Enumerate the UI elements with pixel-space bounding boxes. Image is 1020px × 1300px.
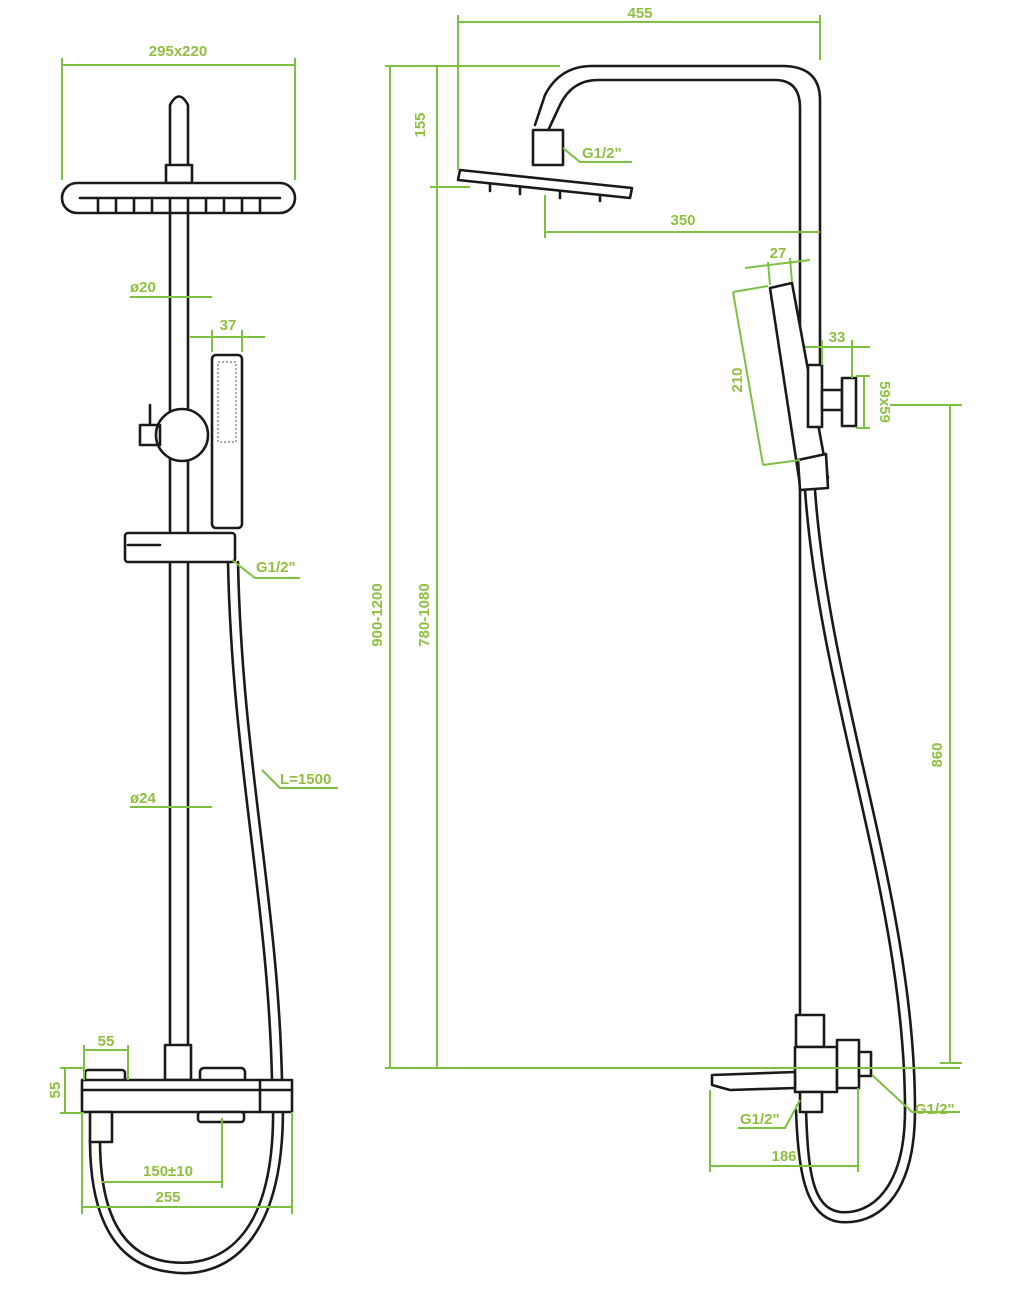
dim-bracket-height: 860 [929, 742, 946, 767]
dim-head-offset: 350 [670, 212, 695, 229]
dim-mixer-width: 255 [155, 1189, 180, 1206]
side-view: 455 155 G1/2" 350 27 33 210 59x59 900-12… [369, 5, 962, 1224]
soap-shelf [123, 531, 237, 564]
front-dimensions: 295x220 ø20 37 G1/2" ø24 L=1500 55 55 15… [47, 43, 338, 1214]
dim-holder-offset: 33 [829, 329, 846, 346]
dim-arm-diameter: ø20 [130, 279, 156, 296]
hand-shower [210, 353, 244, 530]
dim-spout-connection: G1/2" [740, 1111, 780, 1128]
dim-rail-diameter: ø24 [130, 790, 157, 807]
dim-arm-reach: 455 [627, 5, 652, 22]
hose-outlet [88, 1110, 114, 1144]
dim-center-distance: 150±10 [143, 1163, 193, 1180]
holder-arm [806, 363, 824, 429]
mixer-detail [80, 1078, 294, 1114]
dim-hand-shower-length: 210 [729, 367, 746, 392]
side-mixer-body [793, 1045, 839, 1094]
dim-hand-shower-depth: 27 [770, 245, 787, 262]
shower-arm-neck [168, 95, 190, 182]
front-view: 295x220 ø20 37 G1/2" ø24 L=1500 55 55 15… [47, 43, 338, 1275]
side-dimensions: 455 155 G1/2" 350 27 33 210 59x59 900-12… [369, 5, 962, 1172]
nozzle-row [78, 196, 282, 214]
bracket-stem [820, 388, 844, 412]
dim-head-connection: G1/2" [582, 145, 622, 162]
holder-knob-body [154, 407, 210, 463]
dim-hose-connection: G1/2" [256, 559, 296, 576]
wall-bracket [840, 376, 858, 428]
dim-total-height: 900-1200 [369, 583, 386, 646]
dim-head-size: 295x220 [149, 43, 207, 60]
head-swivel [531, 128, 565, 167]
dim-inlet-connection: G1/2" [915, 1101, 955, 1118]
dim-head-height: 780-1080 [416, 583, 433, 646]
mixer-body [80, 1078, 294, 1114]
hand-shower-nozzles [217, 361, 237, 443]
head-connector [164, 163, 194, 185]
side-rail-connector [794, 1013, 826, 1049]
side-nozzles [488, 183, 602, 203]
hose [88, 560, 285, 1275]
hand-shower-holder [796, 452, 830, 492]
inlet-nut [857, 1050, 873, 1078]
slide-rail [168, 211, 190, 1052]
dim-bracket-size: 59x59 [876, 381, 893, 423]
side-hose-outlet [798, 1090, 824, 1114]
side-inlet [835, 1038, 861, 1090]
dim-hand-shower-width: 37 [220, 317, 237, 334]
overhead-pipe [533, 64, 822, 1042]
dim-hose-length: L=1500 [280, 771, 331, 788]
side-hose [794, 488, 917, 1224]
side-rain-head [456, 168, 634, 200]
dim-head-drop: 155 [412, 112, 429, 137]
dim-mixer-height: 55 [47, 1082, 64, 1099]
holder-lever [138, 403, 162, 447]
dim-spout-reach: 186 [771, 1148, 796, 1165]
rail-connector [163, 1043, 193, 1082]
dim-mixer-depth: 55 [98, 1033, 115, 1050]
spout [710, 1070, 797, 1092]
